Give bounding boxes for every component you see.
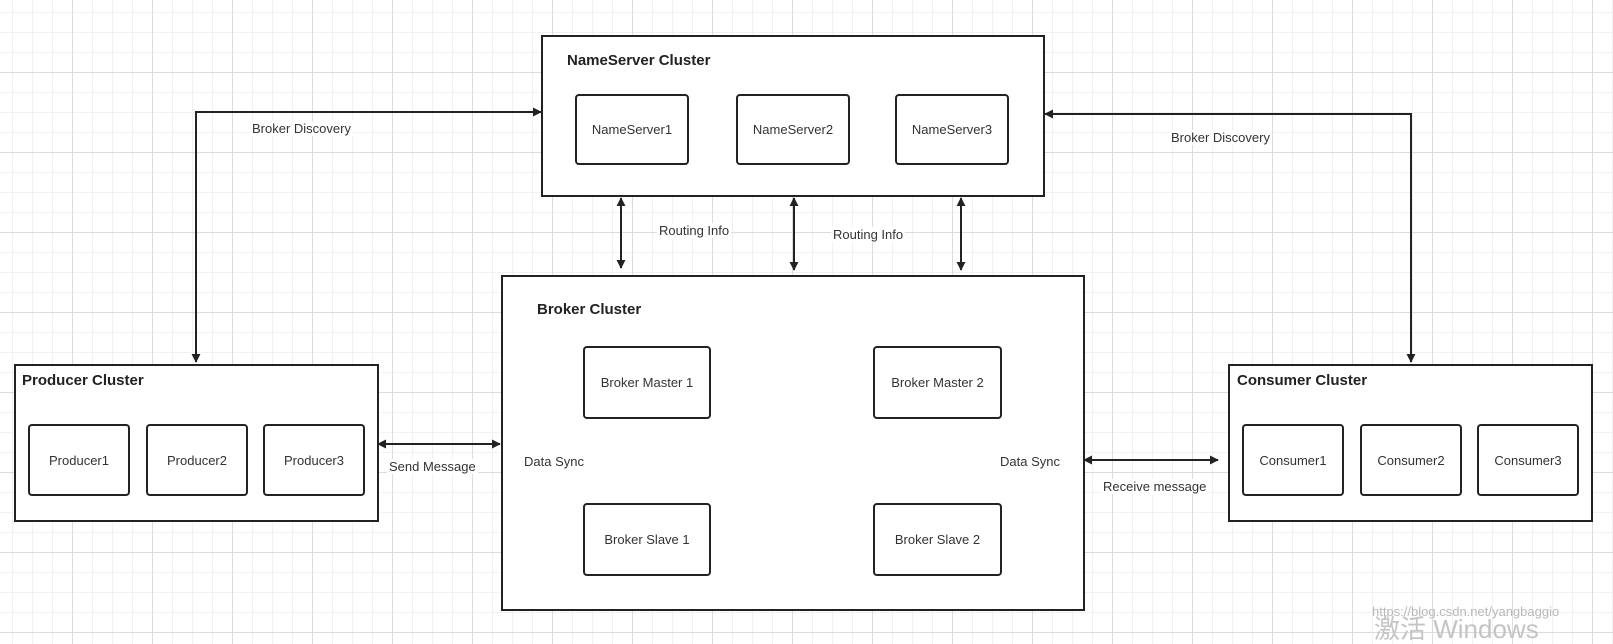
receive-message-label: Receive message bbox=[1101, 479, 1209, 494]
nameserver-node-2[interactable]: NameServer2 bbox=[736, 94, 850, 165]
producer-cluster-title: Producer Cluster bbox=[22, 372, 144, 389]
consumer-node-2[interactable]: Consumer2 bbox=[1360, 424, 1462, 496]
send-message-label: Send Message bbox=[387, 459, 478, 474]
broker-slave-2[interactable]: Broker Slave 2 bbox=[873, 503, 1002, 576]
activate-windows-watermark: 激活 Windows bbox=[1374, 614, 1539, 644]
producer-node-3[interactable]: Producer3 bbox=[263, 424, 365, 496]
routing-info-label-1: Routing Info bbox=[657, 223, 732, 238]
consumer-node-1[interactable]: Consumer1 bbox=[1242, 424, 1344, 496]
nameserver-cluster-title: NameServer Cluster bbox=[567, 52, 711, 69]
broker-slave-1[interactable]: Broker Slave 1 bbox=[583, 503, 711, 576]
nameserver-node-3[interactable]: NameServer3 bbox=[895, 94, 1009, 165]
broker-discovery-right-label: Broker Discovery bbox=[1169, 130, 1272, 145]
producer-node-2[interactable]: Producer2 bbox=[146, 424, 248, 496]
blog-url-watermark: https://blog.csdn.net/yangbaggio bbox=[1372, 604, 1560, 619]
nameserver-node-1[interactable]: NameServer1 bbox=[575, 94, 689, 165]
broker-discovery-right-connector bbox=[1044, 109, 1416, 363]
data-sync-right-label: Data Sync bbox=[998, 454, 1062, 469]
broker-discovery-left-label: Broker Discovery bbox=[250, 121, 353, 136]
consumer-node-3[interactable]: Consumer3 bbox=[1477, 424, 1579, 496]
consumer-cluster-title: Consumer Cluster bbox=[1237, 372, 1368, 389]
broker-cluster-title: Broker Cluster bbox=[537, 301, 642, 318]
producer-node-1[interactable]: Producer1 bbox=[28, 424, 130, 496]
broker-discovery-left-connector bbox=[191, 107, 542, 363]
broker-master-1[interactable]: Broker Master 1 bbox=[583, 346, 711, 419]
broker-master-2[interactable]: Broker Master 2 bbox=[873, 346, 1002, 419]
routing-info-label-2: Routing Info bbox=[831, 227, 906, 242]
data-sync-left-label: Data Sync bbox=[522, 454, 586, 469]
